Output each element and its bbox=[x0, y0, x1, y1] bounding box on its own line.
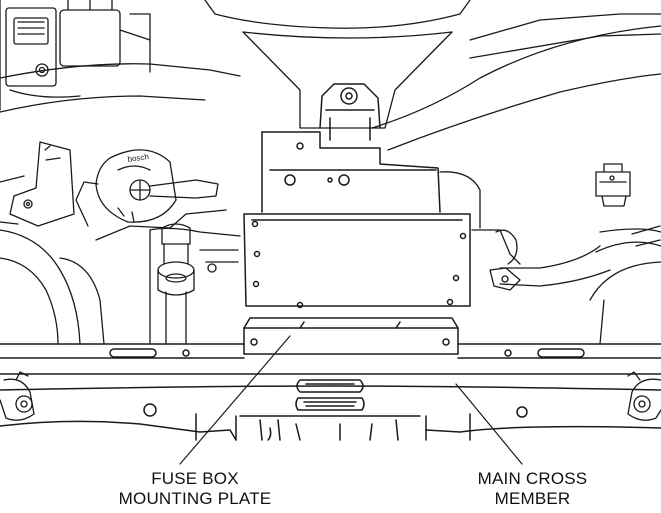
fuse-box-leader-line bbox=[179, 335, 291, 465]
right-connector bbox=[595, 163, 631, 207]
right-knob-bolt bbox=[627, 371, 661, 421]
device-label-text: bosch bbox=[127, 152, 149, 164]
left-bracket bbox=[0, 141, 75, 227]
leader-lines bbox=[179, 335, 523, 465]
upper-duct bbox=[0, 0, 661, 151]
top-left-bracket-assembly bbox=[0, 0, 151, 111]
right-clamp bbox=[489, 267, 521, 291]
vertical-pipe-with-clamp bbox=[157, 223, 239, 345]
fuse-box-mounting-plate-label: FUSE BOX MOUNTING PLATE bbox=[95, 469, 295, 509]
fuse-box-mounting-plate bbox=[243, 83, 471, 355]
cross-member-label-line2: MEMBER bbox=[494, 489, 571, 508]
fuse-box-label-line2: MOUNTING PLATE bbox=[118, 489, 272, 508]
fuse-box-label-line1: FUSE BOX bbox=[151, 469, 239, 488]
right-hoses bbox=[439, 171, 661, 345]
main-cross-member bbox=[0, 343, 661, 441]
cross-member-leader-line bbox=[455, 383, 523, 465]
left-hoses bbox=[0, 227, 241, 345]
sensor-unit: bosch bbox=[75, 149, 227, 241]
cross-member-label-line1: MAIN CROSS bbox=[477, 469, 588, 488]
main-cross-member-label: MAIN CROSS MEMBER bbox=[440, 469, 625, 509]
left-knob-bolt bbox=[0, 371, 35, 421]
